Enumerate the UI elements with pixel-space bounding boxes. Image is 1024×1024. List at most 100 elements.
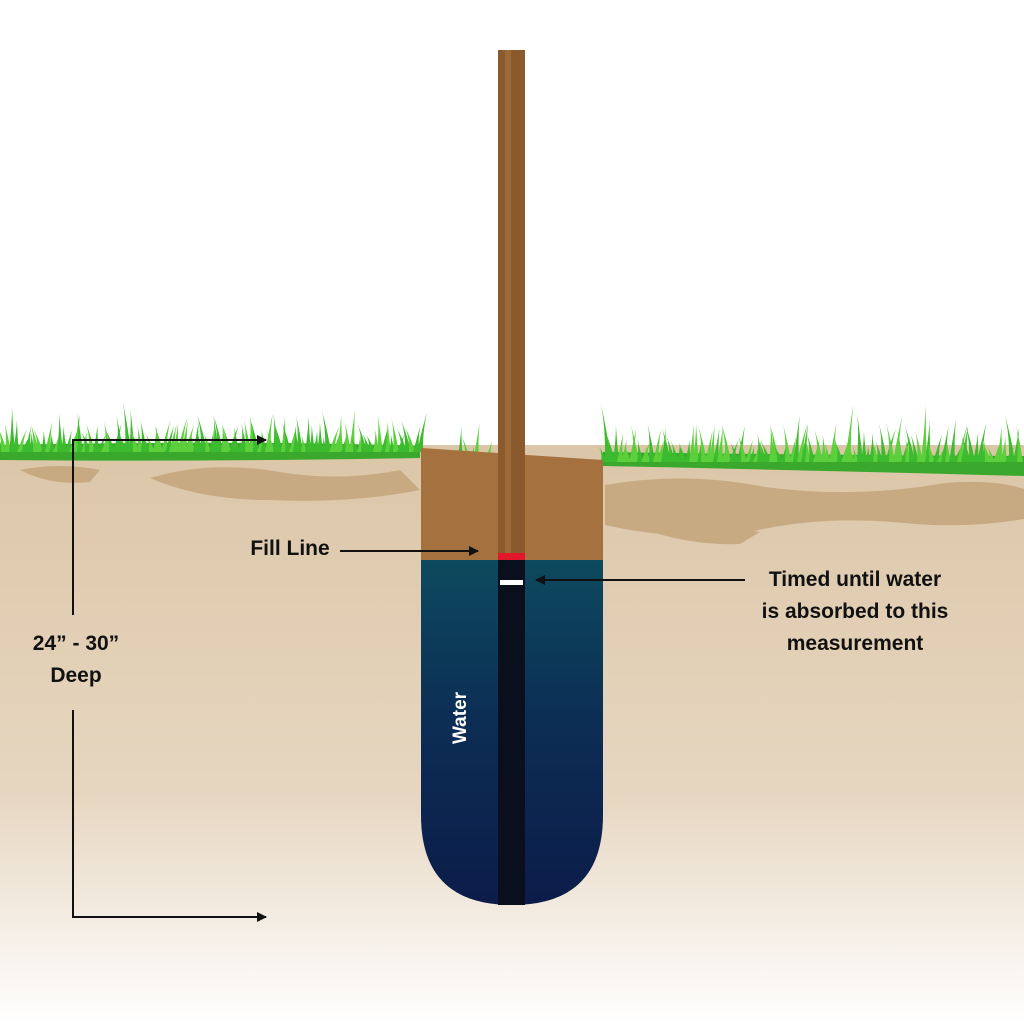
grass-blade bbox=[720, 422, 731, 462]
grass-blade bbox=[666, 435, 675, 462]
grass-blade bbox=[957, 426, 967, 462]
grass-blade bbox=[396, 427, 407, 452]
grass-blade bbox=[317, 422, 323, 452]
grass-blade bbox=[824, 442, 831, 462]
grass-blade bbox=[925, 440, 935, 462]
grass-blade bbox=[945, 441, 951, 462]
grass-blade bbox=[670, 440, 679, 462]
grass-blade bbox=[914, 430, 923, 462]
grass-blade bbox=[417, 412, 427, 452]
grass-blade bbox=[337, 415, 343, 452]
grass-blade bbox=[357, 423, 367, 452]
grass-blade bbox=[144, 432, 155, 452]
grass-blade bbox=[362, 433, 371, 452]
grass-blade bbox=[165, 425, 175, 452]
grass-blade bbox=[173, 423, 179, 452]
grass-blade bbox=[1016, 424, 1023, 462]
grass-blade bbox=[128, 425, 139, 452]
grass-blade bbox=[220, 422, 231, 452]
grass-blade bbox=[921, 404, 927, 462]
grass-blade bbox=[814, 428, 823, 462]
grass-blade bbox=[65, 430, 72, 452]
grass-blade bbox=[196, 413, 207, 452]
grass-blade bbox=[243, 418, 251, 452]
grass-blade bbox=[313, 430, 319, 452]
grass-blade bbox=[987, 445, 995, 462]
grass-blade bbox=[973, 432, 979, 462]
grass-blade bbox=[834, 440, 843, 462]
fill-line-label: Fill Line bbox=[250, 537, 330, 560]
grass-blade bbox=[865, 445, 871, 462]
water-label: Water bbox=[450, 691, 471, 744]
grass-blade bbox=[85, 422, 95, 452]
grass-blade bbox=[717, 425, 724, 462]
grass-blade bbox=[213, 414, 223, 452]
grass-blade bbox=[977, 422, 987, 462]
fill-line-mark bbox=[498, 553, 525, 560]
grass-blade bbox=[0, 431, 7, 452]
grass-blade bbox=[600, 402, 611, 462]
grass-blade bbox=[349, 436, 359, 452]
grass-blade bbox=[845, 405, 854, 462]
grass-blade bbox=[1004, 413, 1015, 462]
grass-blade bbox=[960, 434, 971, 462]
grass-blade bbox=[705, 430, 713, 462]
grass-blade bbox=[281, 421, 291, 452]
depth-label: 24” - 30” Deep bbox=[16, 628, 136, 692]
grass-blade bbox=[904, 424, 915, 462]
grass-blade bbox=[844, 439, 855, 462]
grass-blade bbox=[689, 424, 695, 462]
grass-blade bbox=[730, 441, 739, 462]
depth-bracket-bottom bbox=[72, 710, 267, 922]
grass-blade bbox=[782, 423, 791, 462]
grass-blade bbox=[949, 419, 957, 462]
grass-blade bbox=[177, 417, 188, 452]
depth-label-line2: Deep bbox=[50, 664, 102, 687]
grass-blade bbox=[653, 429, 662, 462]
grass-blade bbox=[193, 420, 199, 452]
grass-blade bbox=[893, 416, 903, 462]
grass-blade bbox=[385, 421, 391, 452]
grass-blade bbox=[295, 414, 303, 452]
depth-bracket-top bbox=[72, 435, 267, 615]
grass-blade bbox=[137, 425, 143, 452]
grass-blade bbox=[997, 425, 1003, 462]
grass-blade bbox=[1001, 436, 1007, 462]
grass-blade bbox=[598, 446, 607, 462]
timed-label-line3: measurement bbox=[786, 632, 924, 655]
grass-blade bbox=[97, 433, 107, 452]
grass-blade bbox=[116, 414, 123, 452]
grass-blade bbox=[797, 423, 808, 462]
grass-blade bbox=[25, 426, 31, 452]
timed-label: Timed until water is absorbed to this me… bbox=[735, 564, 975, 660]
grass-blade bbox=[93, 425, 99, 452]
grass-blade bbox=[758, 441, 767, 462]
grass-blade bbox=[872, 440, 879, 462]
grass-blade bbox=[897, 428, 903, 462]
grass-blade bbox=[857, 412, 863, 462]
grass-blade bbox=[806, 432, 815, 462]
grass-blade bbox=[933, 434, 943, 462]
grass-blade bbox=[901, 436, 910, 462]
grass-blade bbox=[153, 423, 163, 452]
grass-blade bbox=[878, 422, 887, 462]
grass-blade bbox=[630, 424, 639, 462]
grass-blade bbox=[309, 425, 315, 452]
grass-blade bbox=[980, 438, 991, 462]
soil-patches bbox=[20, 466, 1024, 545]
grass-blade bbox=[641, 440, 651, 462]
grass-blade bbox=[169, 424, 177, 452]
grass-blade bbox=[613, 425, 619, 462]
grass-blade bbox=[9, 407, 15, 452]
grass-blade bbox=[365, 434, 375, 452]
grass-blade bbox=[329, 426, 340, 452]
grass-blade bbox=[161, 420, 171, 452]
grass-blade bbox=[13, 420, 19, 452]
grass-blade bbox=[349, 410, 355, 452]
grass-blade bbox=[875, 440, 883, 462]
grass-blade bbox=[61, 426, 67, 452]
grass-blade bbox=[4, 422, 11, 452]
grass-blade bbox=[713, 428, 720, 462]
grass-blade bbox=[30, 423, 39, 452]
grass-blade bbox=[625, 446, 631, 462]
